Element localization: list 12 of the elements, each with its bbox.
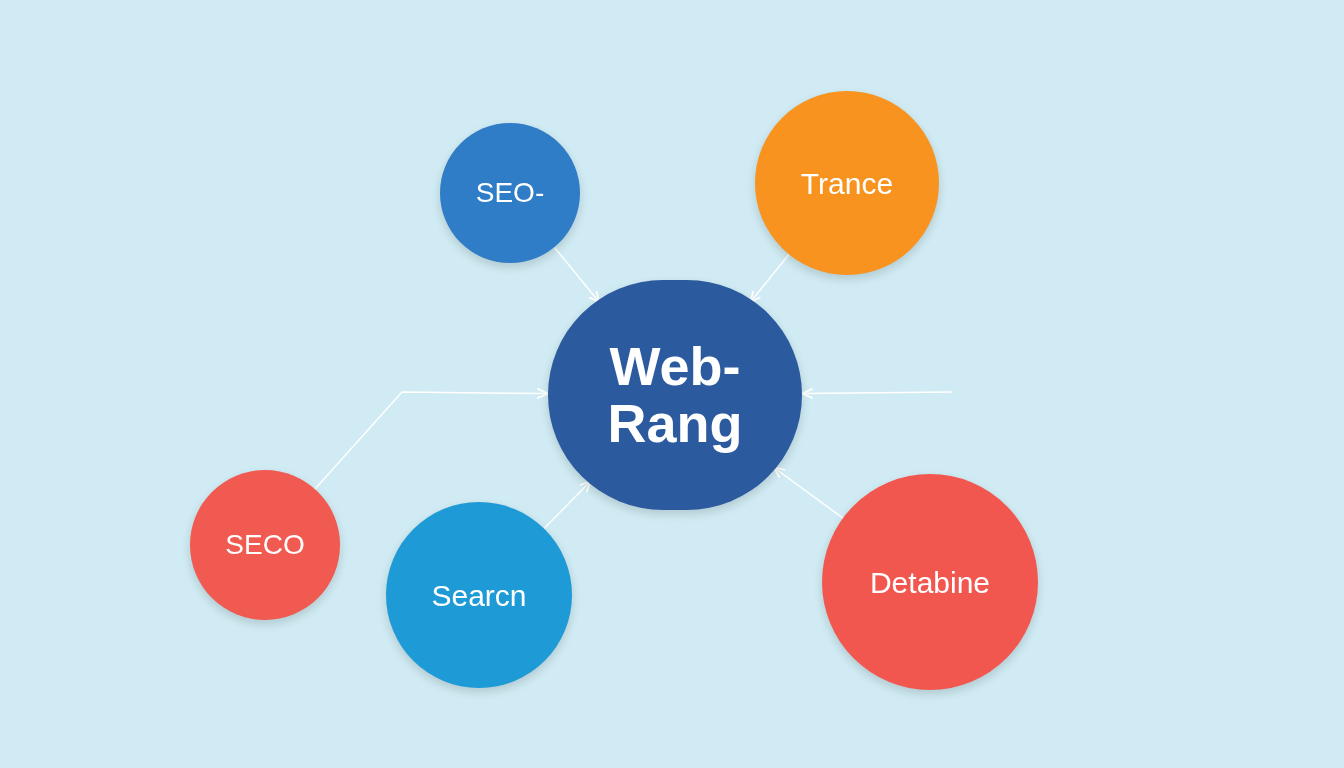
node-label: Web- Rang [606,338,744,452]
node-label: Detabine [869,564,991,601]
arrow [749,253,790,304]
arrow [553,246,601,304]
node-label: SECO [225,528,305,562]
node-label: Trance [800,165,894,202]
arrow [801,387,953,400]
node-label: Searcn [431,577,527,614]
arrow [543,480,592,530]
arrow [772,466,844,519]
node-label: SEO- [475,176,545,210]
arrow [314,387,549,490]
